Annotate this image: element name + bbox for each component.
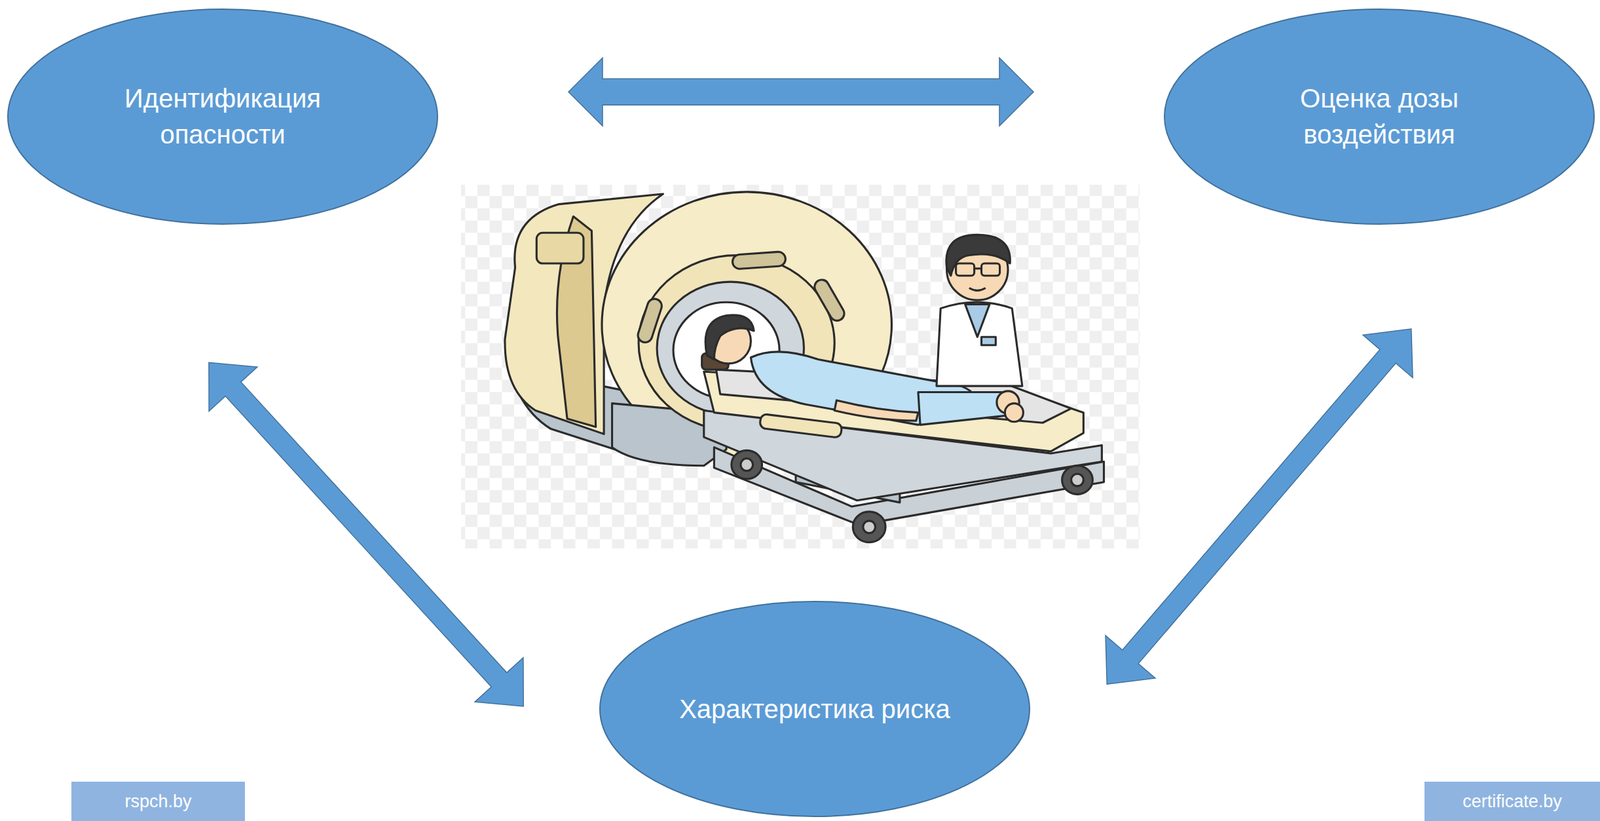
- illustration-part: [705, 315, 754, 360]
- illustration-part: [635, 296, 664, 344]
- ellipse-shape: [7, 9, 438, 224]
- block-arrow: [568, 57, 1034, 126]
- process-ellipse: Идентификация опасности: [6, 7, 439, 226]
- watermark-text: rspch.by: [124, 791, 192, 812]
- gantry: [504, 191, 892, 466]
- watermark-box: rspch.by: [71, 781, 245, 821]
- node-label: Идентификация опасности: [85, 80, 361, 153]
- watermark-box: certificate.by: [1424, 781, 1600, 821]
- node-label: Оценка дозы воздействия: [1241, 80, 1517, 153]
- ellipse-outline: [6, 7, 439, 226]
- illustration-part: [965, 303, 990, 337]
- illustration-part: [863, 520, 876, 534]
- ellipse-outline: [1163, 7, 1596, 226]
- illustration-part: [1004, 403, 1024, 422]
- block-arrow: [208, 362, 524, 707]
- node-text: Идентификация опасности: [85, 80, 361, 153]
- illustration-part: [1071, 473, 1084, 486]
- illustration-part: [956, 263, 975, 276]
- node-text: Характеристика риска: [677, 690, 953, 727]
- block-arrow: [1105, 328, 1413, 684]
- watermark-text: certificate.by: [1462, 791, 1563, 812]
- illustration-part: [740, 458, 754, 471]
- doctor: [936, 234, 1023, 386]
- illustration-part: [981, 263, 1001, 276]
- node-text: Оценка дозы воздействия: [1241, 80, 1517, 153]
- illustration-part: [936, 301, 1023, 386]
- checker-background: [461, 184, 1140, 549]
- process-ellipse: Характеристика риска: [598, 599, 1031, 818]
- illustration-part: [1062, 465, 1094, 495]
- node-label: Характеристика риска: [677, 690, 953, 727]
- illustration-part: [969, 287, 986, 291]
- ellipse-shape: [1164, 9, 1595, 224]
- illustration-part: [852, 511, 886, 543]
- illustration-part: [974, 267, 982, 270]
- illustration-part: [834, 400, 919, 421]
- illustration-part: [536, 232, 584, 264]
- illustration-part: [981, 336, 997, 345]
- illustration-part: [759, 413, 843, 438]
- illustration-part: [731, 449, 763, 479]
- illustration-part: [812, 277, 847, 323]
- process-ellipse: Оценка дозы воздействия: [1163, 7, 1596, 226]
- illustration-part: [946, 234, 1010, 276]
- illustration-part: [732, 251, 786, 270]
- ct-scanner-illustration: [461, 184, 1140, 549]
- ellipse-shape: [599, 601, 1030, 817]
